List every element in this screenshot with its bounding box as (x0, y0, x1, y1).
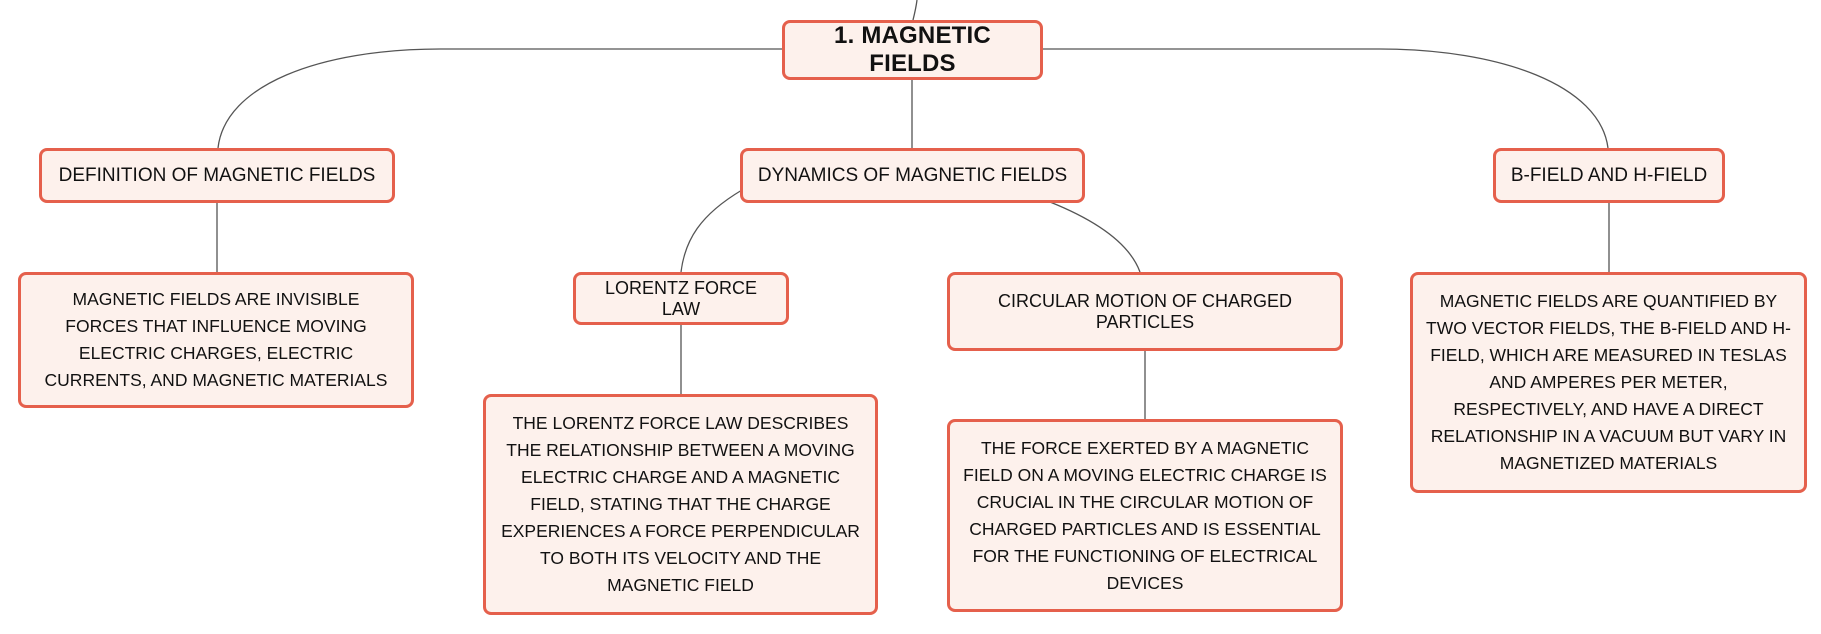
connector-dynamics-circular (1049, 201, 1141, 273)
subtopic-lorentz-node[interactable]: LORENTZ FORCE LAW (573, 272, 789, 325)
connector-dynamics-lorentz (680, 189, 743, 273)
detail-circular-node[interactable]: THE FORCE EXERTED BY A MAGNETIC FIELD ON… (947, 419, 1343, 612)
topic-dynamics-label: DYNAMICS OF MAGNETIC FIELDS (757, 164, 1068, 186)
detail-lorentz-node[interactable]: THE LORENTZ FORCE LAW DESCRIBES THE RELA… (483, 394, 878, 615)
topic-bfield-node[interactable]: B-FIELD AND H-FIELD (1493, 148, 1725, 203)
detail-bfield-node[interactable]: MAGNETIC FIELDS ARE QUANTIFIED BY TWO VE… (1410, 272, 1807, 493)
detail-definition-node[interactable]: MAGNETIC FIELDS ARE INVISIBLE FORCES THA… (18, 272, 414, 408)
connector-root-bfield (1042, 48, 1609, 149)
connector-root-definition (217, 48, 782, 149)
subtopic-circular-node[interactable]: CIRCULAR MOTION OF CHARGED PARTICLES (947, 272, 1343, 351)
subtopic-circular-label: CIRCULAR MOTION OF CHARGED PARTICLES (997, 290, 1292, 332)
connector-root-parent (912, 0, 918, 21)
detail-definition-text: MAGNETIC FIELDS ARE INVISIBLE FORCES THA… (44, 289, 388, 390)
subtopic-lorentz-label: LORENTZ FORCE LAW (604, 277, 757, 319)
topic-definition-node[interactable]: DEFINITION OF MAGNETIC FIELDS (39, 148, 395, 203)
topic-bfield-label: B-FIELD AND H-FIELD (1510, 164, 1708, 186)
topic-definition-label: DEFINITION OF MAGNETIC FIELDS (58, 164, 376, 186)
detail-lorentz-text: THE LORENTZ FORCE LAW DESCRIBES THE RELA… (501, 413, 860, 595)
detail-circular-text: THE FORCE EXERTED BY A MAGNETIC FIELD ON… (963, 437, 1327, 593)
root-topic-label: 1. MAGNETIC FIELDS (834, 22, 991, 77)
detail-bfield-text: MAGNETIC FIELDS ARE QUANTIFIED BY TWO VE… (1426, 291, 1791, 473)
topic-dynamics-node[interactable]: DYNAMICS OF MAGNETIC FIELDS (740, 148, 1085, 203)
root-topic-node[interactable]: 1. MAGNETIC FIELDS (782, 20, 1043, 80)
